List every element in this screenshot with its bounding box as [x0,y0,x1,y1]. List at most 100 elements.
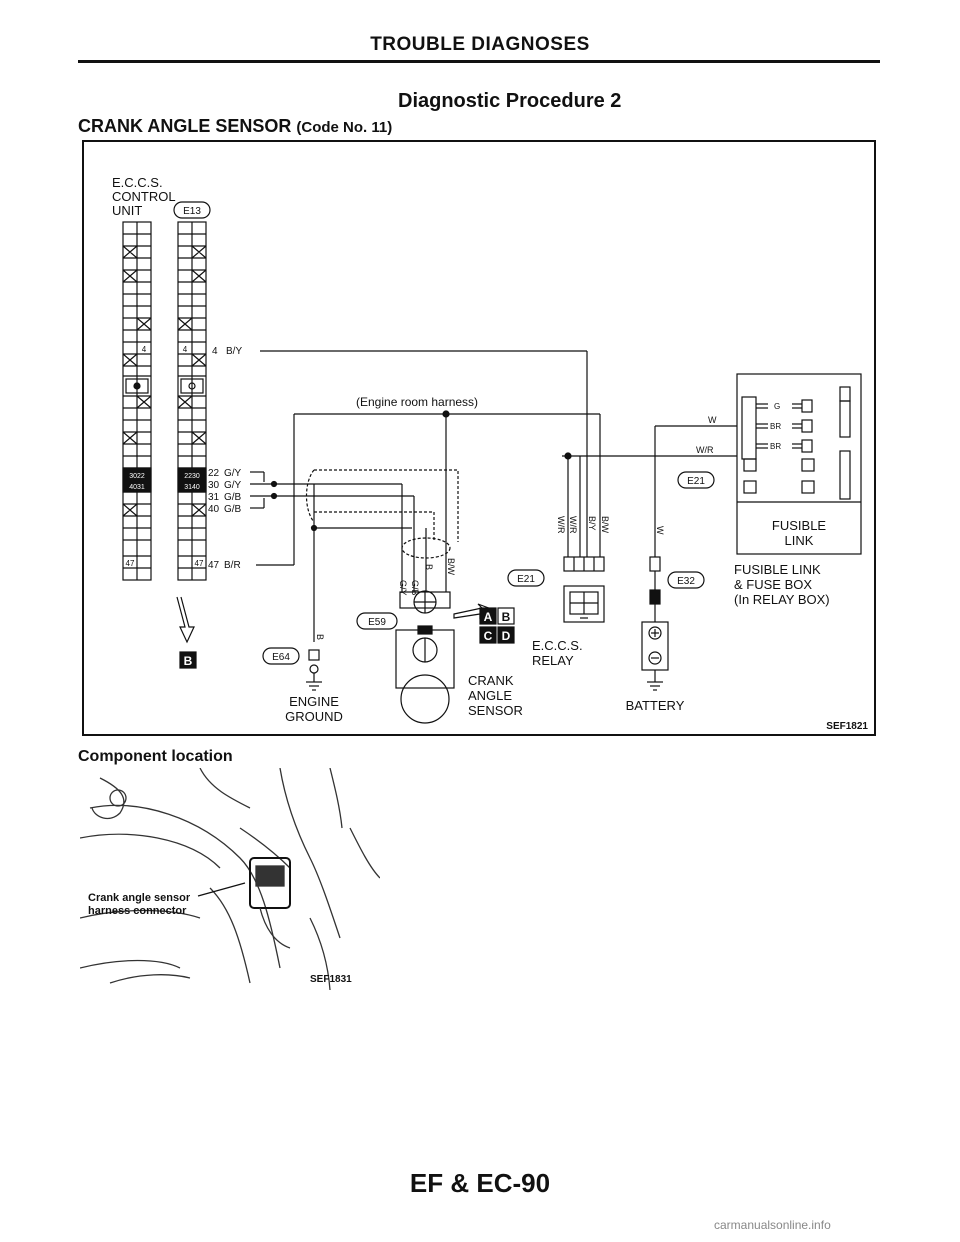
connector-e21-fuse-icon [677,471,715,489]
wire-label-ground-b: B [315,634,325,640]
ecu-label-1: E.C.C.S. [112,175,163,190]
terminal-4-right: 4 [183,345,188,354]
view-b-letter: B [184,654,193,668]
pin-30-wire: G/Y [224,480,242,491]
wire-label-w-top: W [708,415,717,425]
engine-ground-label-2: GROUND [285,709,343,724]
subtitle-code: (Code No. 11) [296,119,393,136]
connector-e59-icon [356,612,398,630]
terminal-2230: 2230 [184,473,200,480]
view-b-letter-2: B [502,610,511,624]
view-d-box [497,626,515,644]
wire-label-g-b: G/B [410,580,420,596]
battery-icon [641,621,669,691]
callout-line-2: harness connector [88,905,187,917]
pin-22: 22 [208,468,220,479]
wire-label-w-r-top: W/R [696,445,714,455]
connector-e13-label: E13 [183,206,201,217]
diagram-ref: SEF1821 [826,721,868,732]
fuse-wire-g: G [774,402,780,411]
battery-connector-bottom [649,589,661,605]
view-arrow-icon [176,596,195,644]
terminal-47-left: 47 [126,559,135,568]
wire-label-w-r-1: W/R [556,516,566,534]
battery-label: BATTERY [626,698,685,713]
fusible-link-label-1: FUSIBLE [772,518,827,533]
fuse-box-label-3: (In RELAY BOX) [734,592,830,607]
watermark: carmanualsonline.info [714,1218,831,1232]
ecu-terminal-column-right [177,221,207,581]
wire-label-b-y: B/Y [587,516,597,531]
header-rule [78,60,880,63]
page-header: TROUBLE DIAGNOSES [370,34,590,55]
wire-label-b-w: B/W [446,558,456,576]
callout-line-1: Crank angle sensor [88,892,191,904]
relay-wires [562,425,737,557]
fuse-wire-br-2: BR [770,442,781,451]
fuse-wire-br-1: BR [770,422,781,431]
battery-connector-top [649,556,661,572]
connector-e13-icon [173,201,211,219]
connector-e32-icon [667,571,705,589]
wire-label-w-r-2: W/R [568,516,578,534]
connector-e59-label: E59 [368,617,386,628]
harness-wires [250,350,601,642]
view-d-letter: D [502,629,511,643]
connector-e21-relay-icon [507,569,545,587]
wire-label-b-w-2: B/W [600,516,610,534]
connector-e64-icon [262,647,300,665]
terminal-4-left: 4 [142,345,147,354]
pin-30: 30 [208,480,220,491]
view-a-letter: A [484,610,493,624]
wire-label-b: B [424,564,434,570]
terminal-47-right: 47 [195,559,204,568]
terminal-4031: 4031 [129,484,145,491]
view-b-box-2 [497,607,515,625]
relay-connector-icon [563,556,605,623]
ecu-terminal-column-left [122,221,152,581]
wiring-diagram-svg: E.C.C.S. CONTROL UNIT E13 4 3022 4031 47 [112,175,868,732]
pin-4: 4 [212,346,218,357]
harness-label: (Engine room harness) [356,395,478,409]
connector-e64-label: E64 [272,652,290,663]
fusible-link-label-2: LINK [785,533,814,548]
fuse-box-label-2: & FUSE BOX [734,577,812,592]
view-c-box [479,626,497,644]
pin-31: 31 [208,492,220,503]
relay-label-1: E.C.C.S. [532,638,583,653]
terminal-3022: 3022 [129,473,145,480]
relay-label-2: RELAY [532,653,574,668]
subtitle-main: CRANK ANGLE SENSOR [78,116,292,136]
pin-22-wire: G/Y [224,468,242,479]
component-location-title: Component location [78,748,233,765]
pin-40-wire: G/B [224,504,242,515]
pin-47-wire: B/R [224,560,241,571]
pin-47: 47 [208,560,220,571]
callout-label: Crank angle sensor harness connector [88,892,190,918]
fusible-link-box [736,373,862,555]
terminal-3140: 3140 [184,484,200,491]
pin-31-wire: G/B [224,492,242,503]
connector-e21-relay-label: E21 [517,574,535,585]
ground-terminal [308,649,320,661]
photo-ref: SEF1831 [310,974,352,985]
wiring-diagram: E.C.C.S. CONTROL UNIT E13 4 3022 4031 47 [82,140,876,736]
view-c-letter: C [484,629,493,643]
crank-sensor-label-2: ANGLE [468,688,512,703]
view-a-box [479,607,497,625]
pin-4-wire: B/Y [226,346,242,357]
ground-ring-icon [309,664,319,674]
wire-label-g-y: G/Y [398,580,408,596]
connector-e21-fuse-label: E21 [687,476,705,487]
pin-40: 40 [208,504,220,515]
procedure-title: Diagnostic Procedure 2 [398,90,622,112]
component-photo-svg [79,767,381,991]
page-footer: EF & EC-90 [409,1168,551,1198]
crank-sensor-label-3: SENSOR [468,703,523,718]
connector-e32-label: E32 [677,576,695,587]
section-subtitle: CRANK ANGLE SENSOR (Code No. 11) [78,116,392,137]
ecu-label-2: CONTROL [112,189,176,204]
crank-sensor-label-1: CRANK [468,673,514,688]
crank-angle-sensor-icon [395,625,455,724]
ecu-label-3: UNIT [112,203,142,218]
